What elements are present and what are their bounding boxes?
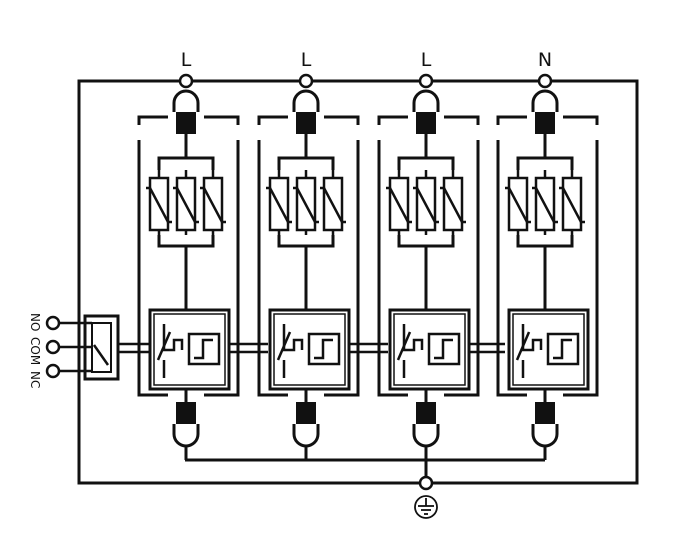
remote-signal-contact xyxy=(45,314,120,381)
fuse-block xyxy=(176,402,196,424)
terminal-nc xyxy=(45,363,61,379)
terminal-no xyxy=(45,315,61,331)
pole-4: N xyxy=(496,49,599,460)
fuse-block xyxy=(416,402,436,424)
line-terminal xyxy=(537,73,553,89)
fuse-block xyxy=(416,112,436,134)
fuse-block xyxy=(296,112,316,134)
line-terminal xyxy=(418,73,434,89)
contact-labels: NO COM NC xyxy=(28,313,42,388)
line-terminal xyxy=(178,73,194,89)
fuse-block xyxy=(296,402,316,424)
pole-3: L xyxy=(377,49,480,460)
terminal-label: L xyxy=(181,49,192,71)
label-com: COM xyxy=(28,337,42,365)
line-terminal xyxy=(298,73,314,89)
terminal-label: N xyxy=(538,49,552,71)
fuse-block xyxy=(176,112,196,134)
ground-terminal xyxy=(418,475,434,491)
enclosure-frame xyxy=(77,79,639,485)
terminal-label: L xyxy=(301,49,312,71)
fuse-block xyxy=(535,402,555,424)
label-nc: NC xyxy=(28,371,42,388)
label-no: NO xyxy=(28,313,42,331)
fuse-block xyxy=(535,112,555,134)
pole-1: L xyxy=(137,49,240,460)
terminal-com xyxy=(45,339,61,355)
terminal-label: L xyxy=(421,49,432,71)
pole-2: L xyxy=(257,49,360,460)
protective-earth-icon xyxy=(414,495,438,519)
